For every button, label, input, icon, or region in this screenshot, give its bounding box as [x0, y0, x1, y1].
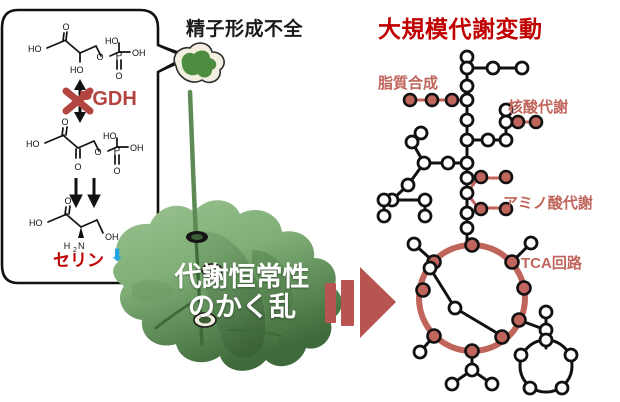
cluster-nodes-nucleic: [510, 114, 544, 130]
network-label-lipid-synthesis: 脂質合成: [378, 75, 439, 92]
svg-text:HO: HO: [28, 44, 42, 54]
svg-text:O: O: [115, 71, 122, 81]
leaf-shade-lobe-right: [252, 250, 294, 344]
network-nodes: [376, 49, 579, 396]
plant-node-upper-core: [191, 234, 203, 240]
red-x-icon: [62, 87, 94, 115]
homeostasis-disruption-text: 代謝恒常性 のかく乱: [154, 262, 330, 322]
network-label-nucleic-acid-metabolism: 核酸代謝: [508, 99, 569, 116]
svg-text:HO: HO: [105, 36, 119, 46]
cluster-nodes-tca: [415, 237, 532, 359]
molecule-3-phosphohydroxypyruvate: [44, 126, 129, 165]
plant-apex-green: [181, 50, 217, 78]
spermatogenesis-label: 精子形成不全: [186, 19, 304, 40]
svg-text:P: P: [114, 146, 121, 157]
pgdh-enzyme-label: PGDH: [79, 88, 137, 110]
leaf-side-vein: [154, 298, 198, 330]
svg-text:HO: HO: [29, 218, 43, 228]
segmented-arrow-icon: [325, 267, 396, 338]
tca-outer-nodes: [406, 235, 554, 392]
network-label-tca-cycle: TCA回路: [521, 255, 582, 272]
serine-stereo-wedge: [78, 227, 84, 238]
leaf-side-vein-right: [226, 328, 284, 338]
plant-stalk: [187, 89, 199, 239]
svg-text:HO: HO: [70, 65, 84, 75]
svg-text:O: O: [113, 166, 120, 176]
molecule-1-atom-labels: O HO HO O HO P OH O: [28, 22, 146, 81]
svg-text:O: O: [64, 196, 71, 206]
tca-inner-chords: [428, 266, 504, 338]
plant-node-lower-core: [199, 316, 211, 324]
cluster-nodes-amino: [473, 169, 514, 217]
svg-text:O: O: [62, 22, 69, 32]
svg-text:2: 2: [73, 247, 77, 254]
svg-text:OH: OH: [132, 48, 146, 58]
svg-text:H: H: [64, 241, 71, 251]
page-title: 大規模代謝変動: [378, 16, 543, 42]
svg-text:O: O: [96, 52, 103, 62]
secondary-ring-nodes: [513, 332, 579, 396]
svg-text:O: O: [74, 162, 81, 172]
leaf-midrib: [194, 236, 204, 346]
cluster-nodes-lipid: [402, 92, 460, 108]
network-label-amino-acid-metabolism: アミノ酸代謝: [503, 195, 593, 212]
molecule-2-atom-labels: O HO O O HO P OH O: [26, 117, 144, 176]
svg-text:O: O: [61, 117, 68, 127]
serine-label: セリン: [53, 251, 104, 270]
serine-decrease-arrow-icon: ⬇: [110, 246, 125, 265]
double-down-arrow: [69, 178, 101, 209]
svg-text:OH: OH: [105, 232, 119, 242]
svg-text:O: O: [94, 147, 101, 157]
leaf-shade-lobe-left: [132, 279, 176, 301]
svg-text:HO: HO: [103, 131, 117, 141]
svg-text:HO: HO: [26, 139, 40, 149]
svg-text:N: N: [78, 241, 85, 251]
svg-text:OH: OH: [130, 143, 144, 153]
leaf-shade-lobe: [196, 231, 266, 358]
homeostasis-line-2: のかく乱: [188, 292, 296, 323]
homeostasis-line-1: 代謝恒常性: [174, 262, 310, 292]
molecule-serine: [47, 205, 104, 234]
molecule-3-atom-labels: O HO H 2 N OH: [29, 196, 119, 254]
molecule-3-phosphoglycerate: [46, 31, 131, 70]
svg-text:P: P: [116, 51, 123, 62]
plant-node-mid-core: [207, 267, 217, 273]
